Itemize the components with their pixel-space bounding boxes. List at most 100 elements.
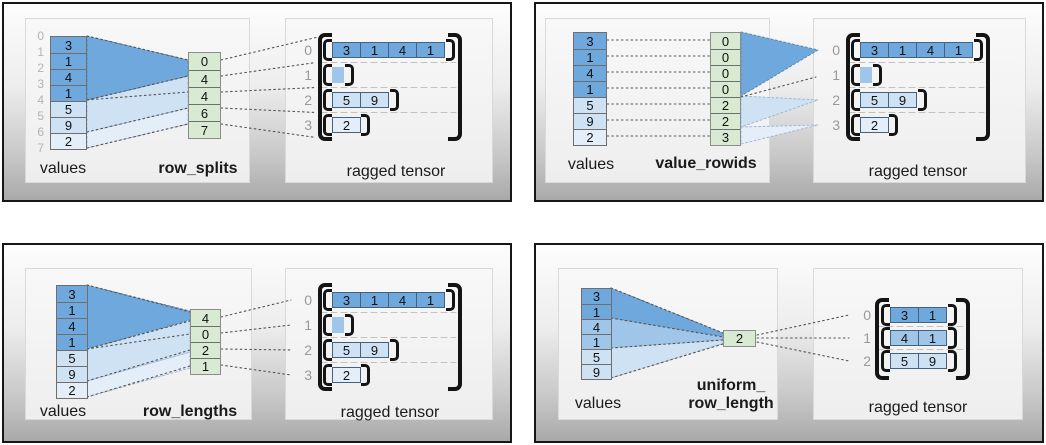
ragged-tensor-label: ragged tensor bbox=[868, 399, 968, 416]
ragged-cell: 4 bbox=[916, 42, 945, 58]
row-splits-cell: 0 bbox=[189, 53, 220, 70]
row-bracket-left bbox=[323, 39, 332, 61]
row-splits-cell: 4 bbox=[189, 87, 220, 104]
ragged-cell: 4 bbox=[388, 42, 417, 58]
values-cell: 1 bbox=[57, 302, 87, 318]
ragged-row: 3 1 4 1 bbox=[332, 292, 445, 308]
ragged-cell: 1 bbox=[416, 42, 445, 58]
method-label-line2: row_length bbox=[688, 395, 774, 412]
ragged-cell: 3 bbox=[332, 292, 361, 308]
values-cell: 1 bbox=[57, 334, 87, 350]
row-bracket-right bbox=[446, 289, 455, 311]
row-index: 0 bbox=[863, 307, 871, 323]
ragged-cell: 9 bbox=[888, 92, 917, 108]
ragged-cell: 3 bbox=[890, 307, 919, 323]
values-cell: 3 bbox=[574, 33, 606, 49]
ragged-tensor-label: ragged tensor bbox=[346, 163, 446, 180]
value-rowids-cell: 0 bbox=[711, 49, 740, 65]
value-index: 6 bbox=[37, 125, 44, 139]
row-splits-cell: 6 bbox=[189, 104, 220, 121]
row-bracket-left bbox=[323, 89, 332, 111]
method-label: row_splits bbox=[158, 160, 238, 177]
value-index: 1 bbox=[37, 45, 44, 59]
row-bracket-right bbox=[918, 89, 927, 111]
row-lengths-cell: 1 bbox=[191, 358, 220, 374]
row-bracket-left bbox=[323, 114, 332, 136]
row-index: 2 bbox=[863, 353, 871, 369]
row-bracket-left bbox=[881, 350, 890, 372]
values-cell: 5 bbox=[574, 97, 606, 113]
value-rowids-cell: 2 bbox=[711, 113, 740, 129]
ragged-row: 5 9 bbox=[332, 92, 389, 108]
ragged-cell: 1 bbox=[416, 292, 445, 308]
row-bracket-left bbox=[323, 314, 332, 336]
value-index: 5 bbox=[37, 109, 44, 123]
row-bracket-right bbox=[390, 89, 399, 111]
row-bracket-right bbox=[974, 39, 983, 61]
row-bracket-left bbox=[851, 89, 860, 111]
value-rowids-column: 0 0 0 0 2 2 3 bbox=[710, 32, 741, 146]
values-cell: 2 bbox=[51, 133, 86, 149]
ragged-cell: 4 bbox=[890, 330, 919, 346]
ragged-cell: 4 bbox=[388, 292, 417, 308]
ragged-cell: 1 bbox=[360, 42, 389, 58]
ragged-cell: 9 bbox=[360, 342, 389, 358]
values-cell: 1 bbox=[51, 85, 86, 101]
values-cell: 1 bbox=[574, 49, 606, 65]
row-bracket-left bbox=[851, 64, 860, 86]
row-index: 1 bbox=[832, 67, 840, 83]
values-column: 3 1 4 1 5 9 bbox=[581, 288, 612, 380]
ragged-cell: 5 bbox=[890, 353, 919, 369]
outer-bracket-right bbox=[448, 33, 462, 141]
ragged-cell: 5 bbox=[332, 92, 361, 108]
ragged-row: 2 bbox=[332, 117, 361, 133]
row-index: 3 bbox=[304, 367, 312, 383]
ragged-cell: 3 bbox=[332, 42, 361, 58]
row-index: 2 bbox=[304, 92, 312, 108]
row-bracket-right bbox=[948, 304, 957, 326]
value-rowids-cell: 0 bbox=[711, 65, 740, 81]
row-splits-cell: 4 bbox=[189, 70, 220, 87]
row-index: 2 bbox=[832, 92, 840, 108]
row-bracket-right bbox=[361, 114, 370, 136]
ragged-cell: 1 bbox=[888, 42, 917, 58]
ragged-row: 2 bbox=[860, 117, 889, 133]
row-bracket-left bbox=[881, 304, 890, 326]
row-bracket-right bbox=[889, 114, 898, 136]
row-bracket-left bbox=[323, 364, 332, 386]
ragged-row: 2 bbox=[332, 367, 361, 383]
values-column: 3 1 4 1 5 9 2 bbox=[56, 285, 88, 399]
outer-bracket-left bbox=[846, 33, 860, 141]
row-splits-cell: 7 bbox=[189, 121, 220, 138]
values-label: values bbox=[39, 160, 87, 177]
row-bracket-right bbox=[873, 64, 882, 86]
values-cell: 9 bbox=[51, 117, 86, 133]
row-lengths-column: 4 0 2 1 bbox=[190, 309, 221, 375]
values-cell: 4 bbox=[51, 69, 86, 85]
row-bracket-left bbox=[323, 289, 332, 311]
value-index: 7 bbox=[37, 141, 44, 155]
method-label-line1: uniform_ bbox=[696, 377, 766, 394]
ragged-cell: 2 bbox=[860, 117, 889, 133]
row-index: 0 bbox=[304, 42, 312, 58]
row-index: 0 bbox=[304, 292, 312, 308]
ragged-cell: 9 bbox=[360, 92, 389, 108]
value-rowids-cell: 0 bbox=[711, 33, 740, 49]
row-bracket-left bbox=[323, 64, 332, 86]
ragged-cell: 1 bbox=[360, 292, 389, 308]
row-bracket-right bbox=[345, 314, 354, 336]
row-bracket-right bbox=[345, 64, 354, 86]
row-bracket-right bbox=[361, 364, 370, 386]
outer-bracket-right bbox=[448, 283, 462, 391]
row-index: 1 bbox=[304, 67, 312, 83]
ragged-row: 3 1 bbox=[890, 307, 947, 323]
row-index: 1 bbox=[304, 317, 312, 333]
ragged-tensor-label: ragged tensor bbox=[340, 404, 440, 421]
value-index: 3 bbox=[37, 77, 44, 91]
ragged-row: 3 1 4 1 bbox=[332, 42, 445, 58]
ragged-cell: 2 bbox=[332, 117, 361, 133]
row-bracket-left bbox=[851, 114, 860, 136]
values-column: 3 1 4 1 5 9 2 bbox=[50, 36, 87, 150]
ragged-cell: 1 bbox=[918, 330, 947, 346]
